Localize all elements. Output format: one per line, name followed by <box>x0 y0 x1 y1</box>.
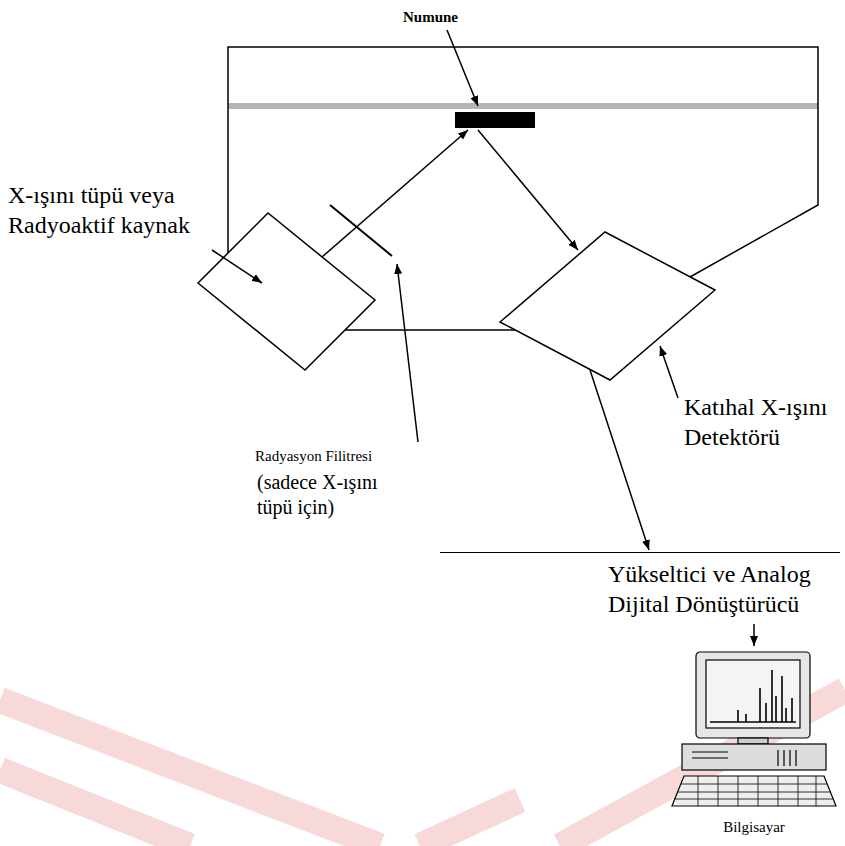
detector-label: Katıhal X-ışını Detektörü <box>684 392 844 452</box>
spectrum-peaks <box>710 670 796 722</box>
sample-label: Numune <box>403 8 458 27</box>
leader-line <box>447 30 478 106</box>
leader-line <box>660 346 678 398</box>
detector-box <box>500 232 715 380</box>
fluorescence-beam <box>478 130 578 250</box>
leader-line <box>397 264 418 442</box>
keyboard <box>672 776 836 806</box>
watermark-band <box>420 800 520 846</box>
xray-tube-box <box>198 213 375 370</box>
signal-arrow <box>753 624 755 646</box>
leader-line <box>212 250 262 283</box>
monitor-screen <box>706 660 800 728</box>
computer-node: Bilgisayar <box>668 648 840 844</box>
node-label: Bilgisayar <box>668 818 840 837</box>
sample-stage-band <box>228 103 818 109</box>
signal-wire <box>590 370 649 550</box>
amplifier-adc-bar: Yükseltici ve Analog Dijital Dönüştürücü <box>440 552 840 622</box>
monitor-case <box>696 652 810 738</box>
computer-icon <box>672 652 836 806</box>
filter-note: (sadece X-ışını tüpü için) <box>257 470 407 520</box>
filter-label: Radyasyon Filitresi <box>255 447 372 466</box>
keyboard-keys <box>674 776 833 806</box>
unit-details <box>692 750 796 766</box>
monitor-stand <box>738 738 768 744</box>
sample-block <box>455 112 535 128</box>
watermark-band <box>0 770 190 846</box>
primary-beam <box>322 130 468 257</box>
housing-outline <box>228 47 818 277</box>
housing-bottom <box>345 329 515 331</box>
system-unit <box>682 744 826 770</box>
watermark-band <box>0 700 380 846</box>
radiation-filter <box>330 205 392 256</box>
node-label: Yükseltici ve Analog Dijital Dönüştürücü <box>608 559 840 619</box>
source-label: X-ışını tüpü veya Radyoaktif kaynak <box>8 180 208 240</box>
